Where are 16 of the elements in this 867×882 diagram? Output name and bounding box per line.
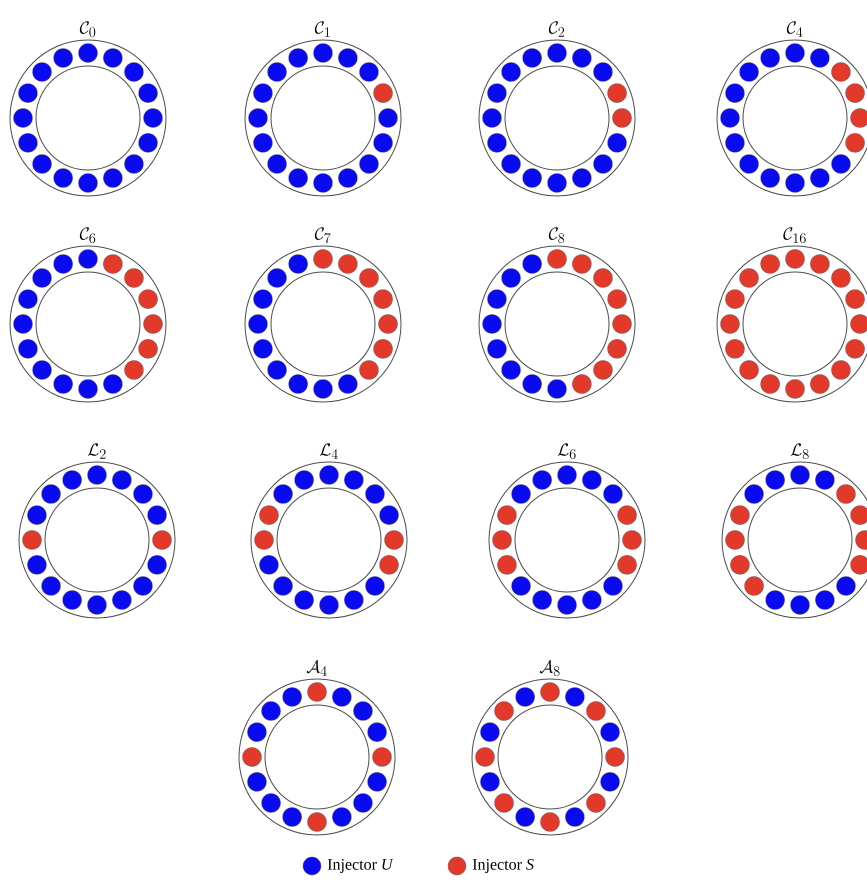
ring-title: $\mathcal{L}_2$ — [88, 443, 106, 459]
ring-title: $\mathcal{A}_4$ — [306, 660, 327, 676]
ring-title: $\mathcal{C}_2$ — [548, 21, 564, 37]
ring-title: $\mathcal{L}_8$ — [790, 443, 809, 460]
ring-title: $\mathcal{A}_8$ — [540, 660, 560, 676]
ring-title: $\mathcal{C}_6$ — [80, 227, 96, 244]
ring-title: $\mathcal{L}_4$ — [320, 443, 338, 459]
ring-title: $\mathcal{L}_6$ — [558, 443, 576, 460]
ring-title: $\mathcal{C}_{16}$ — [783, 227, 806, 244]
ring-title: $\mathcal{C}_4$ — [786, 21, 802, 37]
ring-title: $\mathcal{C}_8$ — [548, 227, 564, 244]
ring-title: $\mathcal{C}_7$ — [314, 227, 331, 244]
ring-title: $\mathcal{C}_1$ — [314, 21, 330, 37]
ring-title: $\mathcal{C}_0$ — [80, 21, 96, 38]
legend-label: Injector U — [328, 859, 394, 873]
legend-label: Injector S — [472, 859, 534, 873]
